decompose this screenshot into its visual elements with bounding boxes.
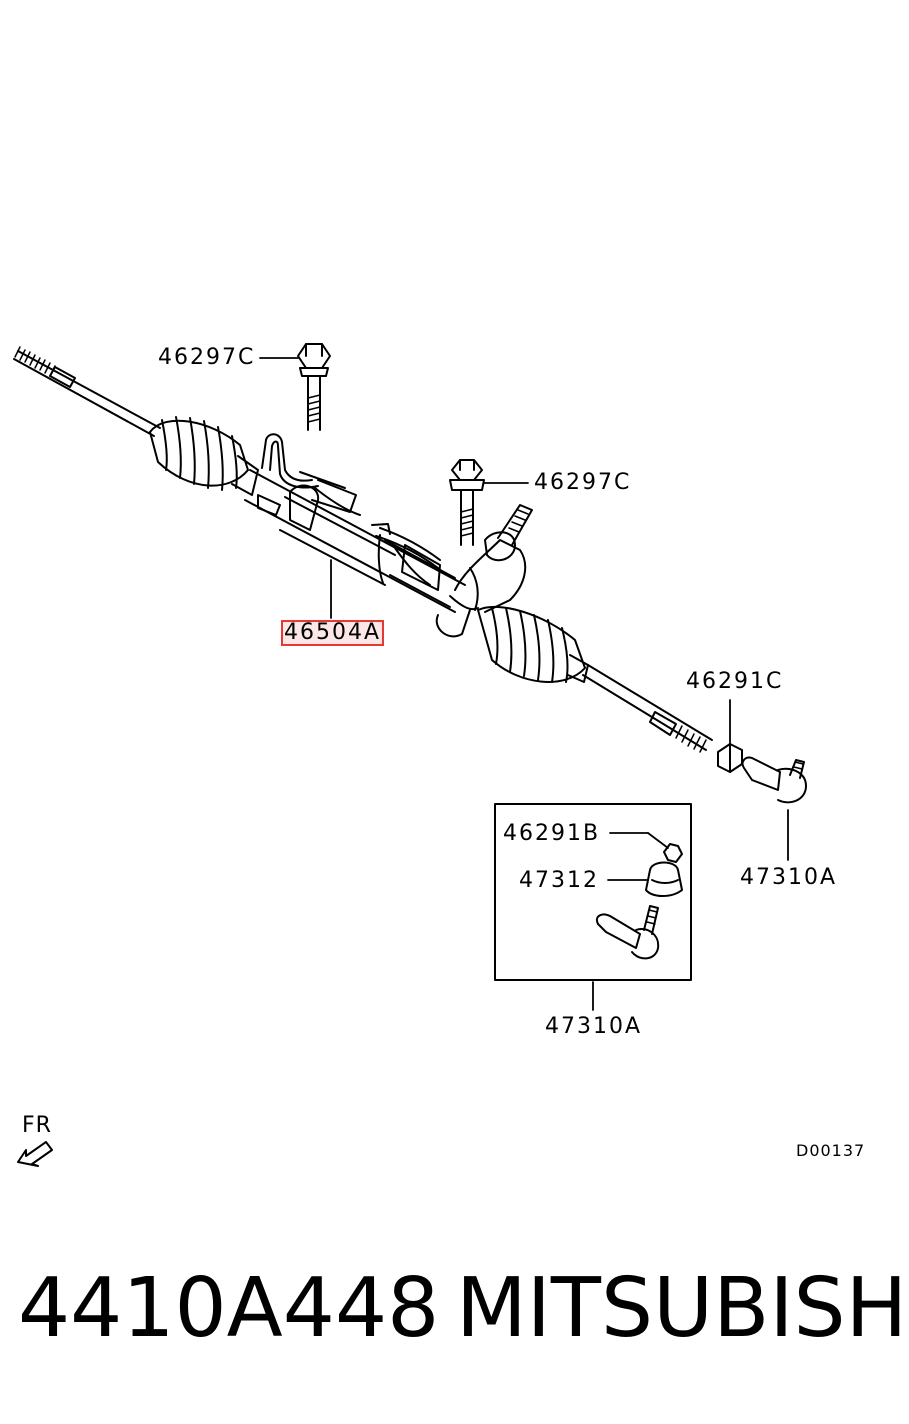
callout-kit-total[interactable]: 47310A bbox=[545, 1014, 643, 1039]
callout-bolt-upper[interactable]: 46297C bbox=[158, 345, 256, 370]
hydraulic-lines bbox=[257, 433, 441, 569]
right-tie-rod bbox=[582, 664, 713, 753]
tie-rod-end bbox=[741, 756, 807, 804]
front-arrow-icon bbox=[17, 1141, 53, 1167]
right-bellows-boot bbox=[477, 605, 589, 683]
footer-brand: MITSUBISHI bbox=[456, 1261, 909, 1356]
callout-nut-right[interactable]: 46291C bbox=[686, 669, 784, 694]
left-bellows-boot bbox=[149, 416, 259, 496]
left-tie-rod bbox=[13, 346, 161, 437]
kit-box bbox=[494, 803, 692, 981]
diagram-code: D00137 bbox=[796, 1141, 866, 1160]
kit-dust-boot bbox=[645, 861, 683, 897]
mounting-bolt-right bbox=[449, 459, 485, 546]
callout-bolt-right[interactable]: 46297C bbox=[534, 470, 632, 495]
callout-kit-nut[interactable]: 46291B bbox=[503, 821, 601, 846]
kit-tie-rod-end bbox=[596, 905, 660, 960]
jam-nut bbox=[717, 743, 743, 773]
mounting-bolt-upper bbox=[297, 343, 331, 431]
callout-tie-rod-end-right[interactable]: 47310A bbox=[740, 865, 838, 890]
kit-nut bbox=[663, 843, 683, 863]
footer-part-number: 4410A448 bbox=[18, 1261, 440, 1356]
leader-lines bbox=[259, 357, 789, 1011]
callout-gear-assembly[interactable]: 46504A bbox=[280, 620, 385, 646]
pinion-housing bbox=[435, 504, 533, 638]
rack-housing bbox=[244, 469, 466, 613]
fr-label: FR bbox=[22, 1113, 52, 1138]
callout-kit-boot[interactable]: 47312 bbox=[519, 868, 599, 893]
